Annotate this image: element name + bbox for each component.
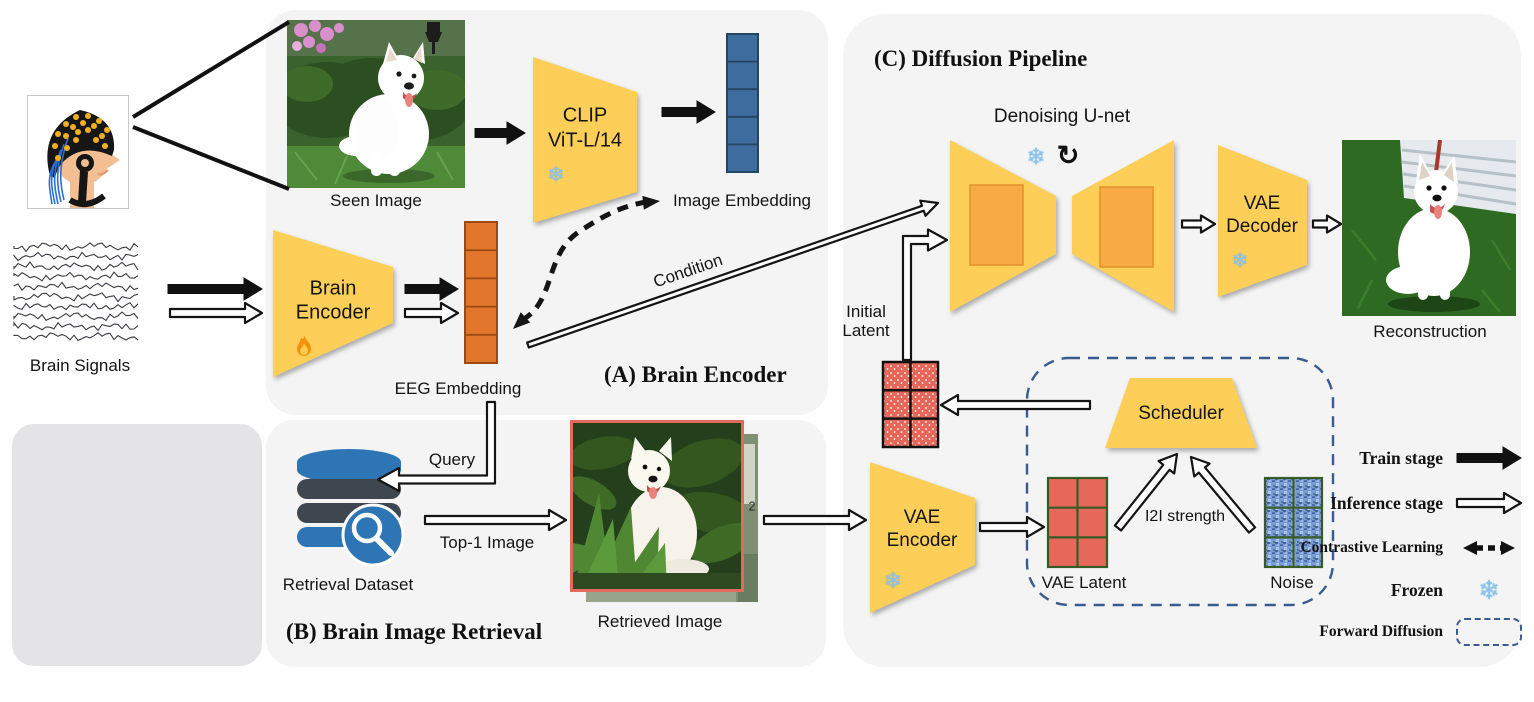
legend-label-inference-stage: Inference stage — [1330, 492, 1443, 513]
brain-signals-image — [12, 238, 142, 343]
brain-encoder-label-line1: Brain — [309, 277, 357, 300]
initial-latent-label-line2: Latent — [842, 321, 890, 341]
top1-image-label: Top-1 Image — [439, 533, 535, 553]
snowflake-icon-unet: ❄ — [1026, 143, 1046, 170]
loop-arrow-icon: ↻ — [1056, 140, 1080, 171]
vae-encoder-label-line2: Encoder — [886, 530, 958, 552]
legend-row-frozen: Frozen ❄ — [20, 573, 1526, 607]
arrow-infer-signals-to-encoder — [168, 301, 264, 325]
image-embedding-label: Image Embedding — [673, 191, 811, 211]
dog — [1386, 154, 1470, 300]
vae-decoder-label-line1: VAE — [1243, 193, 1281, 215]
retrieved-image-label: Retrieved Image — [597, 612, 723, 632]
brain-encoder-label-line2: Encoder — [295, 301, 371, 324]
panel-a-title: (A) Brain Encoder — [604, 362, 787, 387]
denoising-unet-label: Denoising U-net — [993, 106, 1131, 128]
legend-label-contrastive-learning: Contrastive Learning — [1300, 539, 1443, 556]
clip-label-line2: ViT-L/14 — [547, 129, 623, 152]
seen-image-label: Seen Image — [330, 191, 422, 211]
retrieval-database-icon — [293, 447, 405, 567]
legend-row-inference-stage: Inference stage — [20, 486, 1526, 520]
initial-latent-label-line1: Initial — [846, 302, 886, 322]
panel-b-title: (B) Brain Image Retrieval — [286, 619, 543, 644]
snowflake-icon-legend: ❄ — [1478, 575, 1500, 605]
query-label: Query — [428, 450, 476, 470]
vae-decoder-label-line2: Decoder — [1226, 216, 1298, 238]
legend-label-train-stage: Train stage — [1359, 447, 1443, 468]
legend-label-frozen: Frozen — [1390, 579, 1443, 600]
seen-image — [287, 20, 465, 188]
legend-row-forward-diffusion: Forward Diffusion — [20, 615, 1526, 649]
eeg-embedding-label: EEG Embedding — [394, 379, 522, 399]
dog — [339, 42, 429, 176]
retrieval-dataset-label: Retrieval Dataset — [282, 575, 414, 595]
reconstruction-label: Reconstruction — [1373, 322, 1487, 342]
lantern — [425, 22, 442, 54]
scheduler-label: Scheduler — [1138, 403, 1224, 425]
dashed-double-arrow-icon — [1452, 536, 1526, 560]
brain-signals-label: Brain Signals — [29, 356, 131, 376]
legend-box — [12, 424, 262, 666]
snowflake-icon-vae-decoder: ❄ — [1231, 250, 1249, 272]
vae-latent-label: VAE Latent — [1041, 573, 1127, 593]
legend-row-train-stage: Train stage — [20, 441, 1526, 475]
hollow-arrow-icon — [1452, 491, 1526, 515]
noise-label: Noise — [1270, 573, 1314, 593]
solid-arrow-icon — [1452, 446, 1526, 470]
snowflake-icon-clip: ❄ — [547, 163, 565, 187]
snowflake-icon-vae-encoder: ❄ — [883, 568, 903, 593]
magnifier-icon — [341, 503, 405, 567]
stacked-photo-number: 2 — [748, 498, 756, 514]
clip-label-line1: CLIP — [562, 104, 608, 127]
retrieved-image — [570, 420, 744, 592]
fire-icon — [294, 335, 314, 363]
i2i-strength-label: I2I strength — [1144, 507, 1226, 525]
reconstruction-image — [1342, 140, 1516, 316]
panel-c-title: (C) Diffusion Pipeline — [874, 46, 1088, 71]
flowers — [292, 20, 344, 53]
vae-encoder-label-line1: VAE — [903, 507, 941, 529]
legend-label-forward-diffusion: Forward Diffusion — [1319, 623, 1443, 640]
arrow-train-signals-to-encoder — [167, 277, 263, 301]
legend-row-contrastive-learning: Contrastive Learning — [20, 531, 1526, 565]
eeg-cap-illustration — [27, 95, 129, 209]
dashed-box-icon — [1452, 618, 1526, 646]
